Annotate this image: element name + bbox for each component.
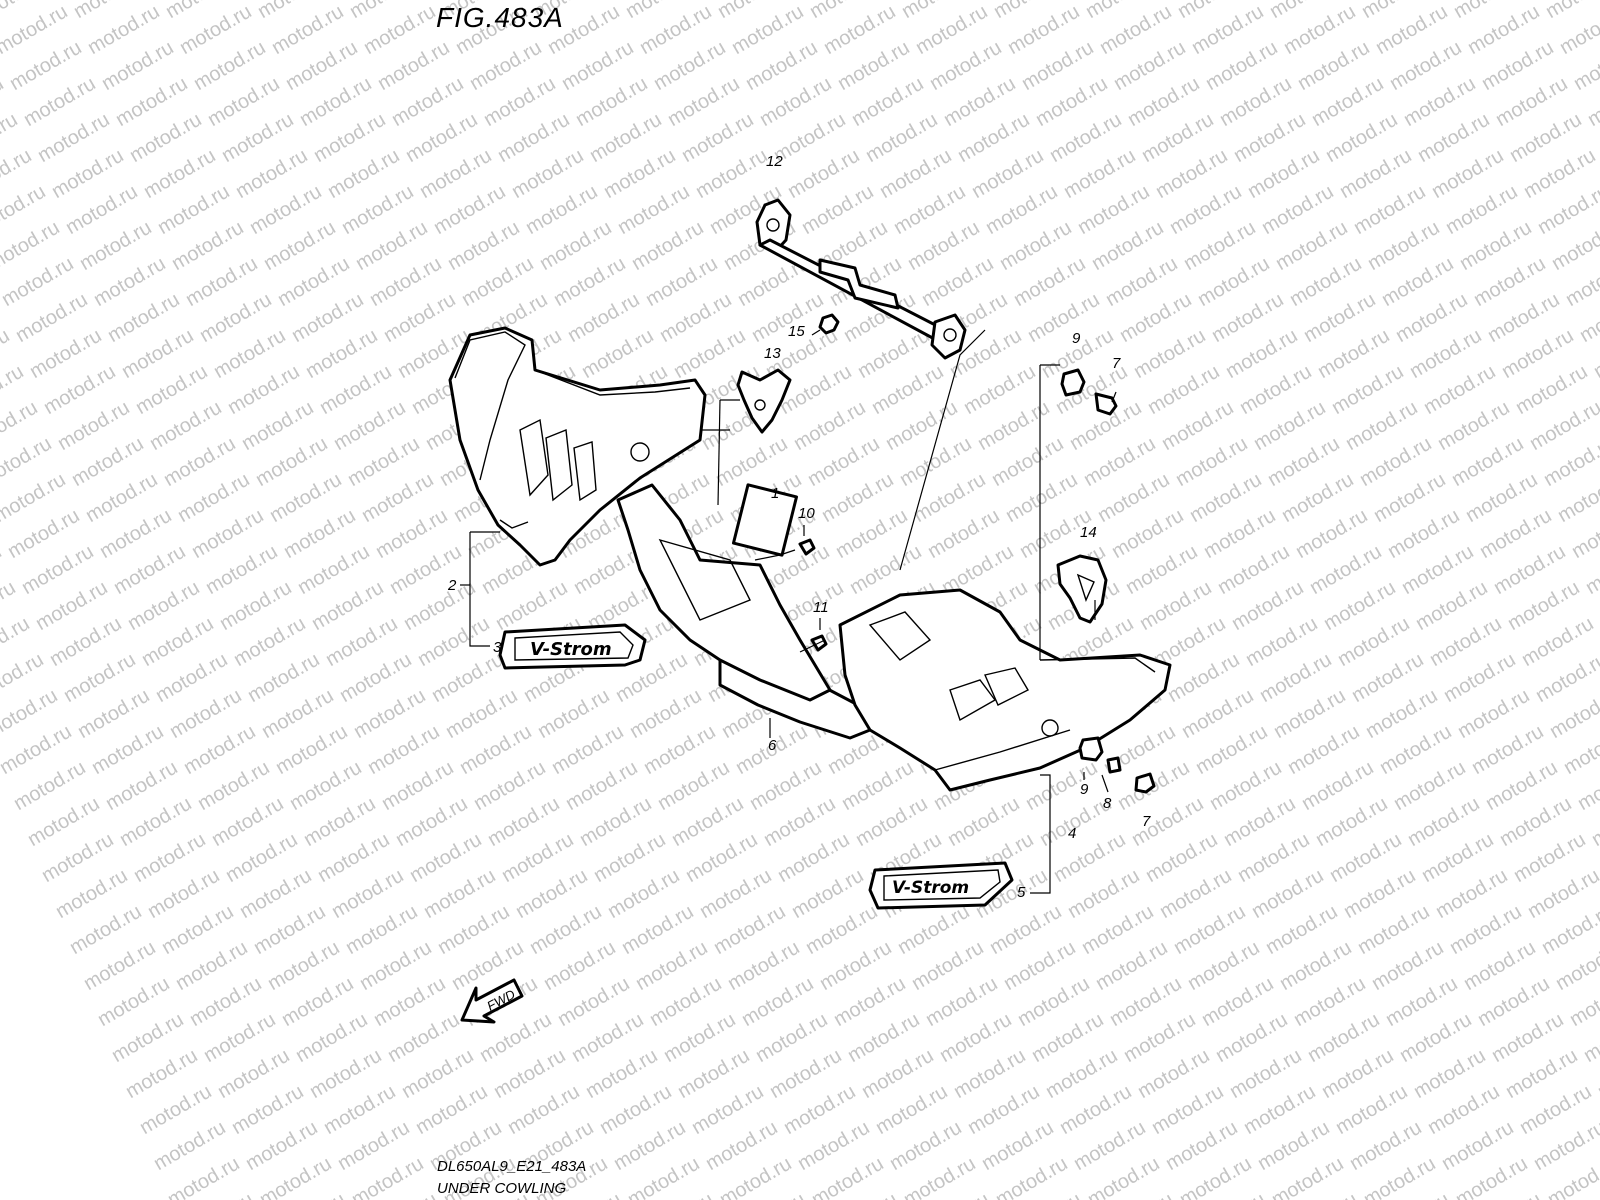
drawing-name: UNDER COWLING bbox=[437, 1180, 567, 1197]
under-cowling-left-part-2 bbox=[448, 326, 707, 567]
callout-13: 13 bbox=[764, 345, 781, 362]
fwd-arrow-icon: FWD bbox=[460, 978, 524, 1024]
bolt-part-8 bbox=[1106, 756, 1122, 774]
callout-2: 2 bbox=[447, 577, 457, 594]
figure-title: FIG.483A bbox=[436, 2, 564, 33]
collar-part-9-lower bbox=[1078, 736, 1104, 762]
bracket-part-14 bbox=[1056, 554, 1108, 624]
emblem-3-text: V-Strom bbox=[530, 639, 612, 660]
callout-3: 3 bbox=[493, 639, 502, 656]
callout-1: 1 bbox=[771, 485, 779, 502]
callout-9a: 9 bbox=[1072, 330, 1081, 347]
callout-6: 6 bbox=[768, 737, 777, 754]
decal-part-1 bbox=[731, 483, 799, 557]
callout-7a: 7 bbox=[1112, 355, 1121, 372]
under-cowling-right-part-4 bbox=[838, 588, 1172, 792]
bolt-part-7-upper bbox=[1094, 391, 1118, 416]
callout-5: 5 bbox=[1017, 884, 1026, 901]
callout-8: 8 bbox=[1103, 795, 1112, 812]
callout-15: 15 bbox=[788, 323, 805, 340]
leader-lines bbox=[460, 329, 1109, 894]
bolt-part-15 bbox=[811, 313, 840, 336]
bracket-part-12 bbox=[755, 198, 967, 360]
collar-part-9-upper bbox=[1060, 368, 1086, 397]
callout-7b: 7 bbox=[1142, 813, 1151, 830]
callout-11: 11 bbox=[813, 599, 829, 616]
callout-9b: 9 bbox=[1080, 781, 1089, 798]
drawing-id: DL650AL9_E21_483A bbox=[437, 1158, 587, 1175]
callout-4: 4 bbox=[1068, 825, 1076, 842]
bolt-part-7-lower bbox=[1134, 772, 1156, 794]
bolt-part-10 bbox=[798, 525, 816, 556]
callout-10: 10 bbox=[798, 505, 815, 522]
callout-12: 12 bbox=[766, 153, 783, 170]
callout-labels: 1 2 3 4 5 6 7 7 8 9 9 10 11 12 13 14 15 bbox=[447, 153, 1151, 901]
emblem-part-5: V-Strom bbox=[868, 861, 1014, 910]
fwd-label: FWD bbox=[484, 986, 517, 1013]
emblem-part-3: V-Strom bbox=[498, 623, 647, 670]
emblem-5-text: V-Strom bbox=[892, 878, 969, 898]
center-cowl-piece bbox=[616, 483, 832, 702]
bracket-part-13 bbox=[736, 368, 792, 434]
callout-14: 14 bbox=[1080, 524, 1097, 541]
